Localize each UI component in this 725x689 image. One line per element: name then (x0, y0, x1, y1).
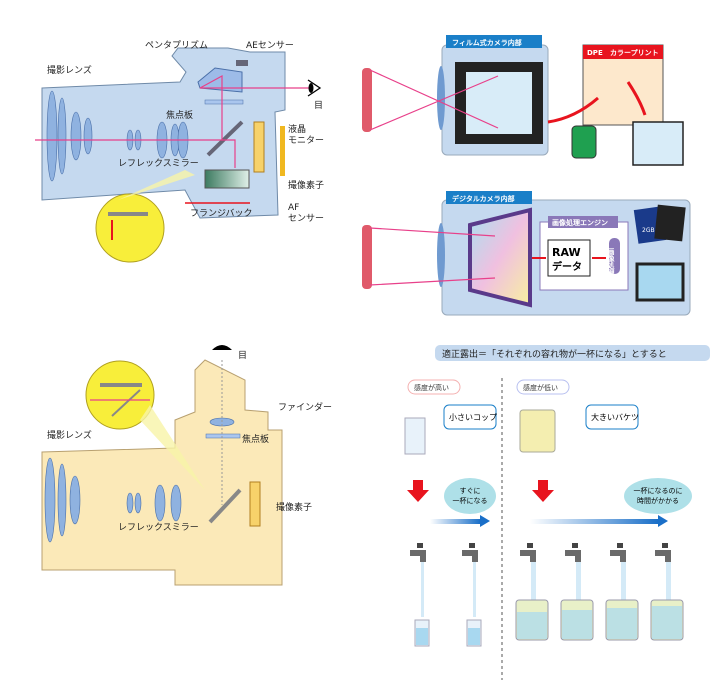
card-capacity: 2GB (642, 227, 655, 234)
af-sensor-label-2: センサー (288, 213, 324, 224)
film-camera-diagram: フィルム式カメラ内部 DPE カラープリント (362, 35, 684, 166)
af-sensor (204, 169, 250, 189)
eye-icon (307, 79, 322, 97)
faucets-low (515, 543, 684, 641)
large-bucket (519, 409, 556, 453)
subject-person (362, 68, 372, 132)
reflex-mirror-label: レフレックスミラー (118, 522, 199, 533)
digital-camera-title: デジタルカメラ内部 (452, 194, 515, 203)
down-arrow (532, 480, 554, 502)
image-sensor (468, 207, 532, 308)
low-result: 一杯になるのに (634, 486, 683, 495)
film-canister (571, 125, 597, 159)
lcd-monitor (280, 126, 285, 176)
film-camera-title: フィルム式カメラ内部 (452, 38, 522, 47)
exposure-analogy: 適正露出＝「それぞれの容れ物が一杯になる」とすると 感度が高い 小さいコップ す… (404, 345, 710, 680)
slr-diagram: 撮影レンズ ペンタプリズム AEセンサー 目 焦点板 液晶 モニター レフレック… (35, 39, 324, 263)
raw-data (547, 239, 591, 277)
lens-label: 撮影レンズ (47, 429, 92, 441)
flange-back-label: フランジバック (190, 208, 252, 219)
faucet (410, 543, 430, 647)
digital-camera-diagram: デジタルカメラ内部 画像処理エンジン RAW データ 画像処理 2GB (362, 191, 691, 316)
raw-label: RAW (552, 246, 581, 259)
engine-title: 画像処理エンジン (552, 218, 608, 227)
focusing-screen-label: 焦点板 (242, 433, 269, 445)
faucet (515, 543, 549, 641)
small-cup (404, 417, 426, 455)
low-result-2: 時間がかかる (637, 496, 679, 505)
lcd-screen (635, 262, 685, 302)
ae-sensor (236, 60, 248, 66)
high-result: すぐに (460, 487, 481, 495)
low-sensitivity-badge: 感度が低い (523, 383, 558, 392)
mirror-detail-callout (95, 193, 165, 263)
analogy-title: 適正露出＝「それぞれの容れ物が一杯になる」とすると (442, 348, 667, 360)
pentaprism (197, 67, 243, 93)
af-sensor-label: AF (288, 203, 299, 213)
faucet (650, 543, 684, 641)
lcd-label-2: モニター (288, 135, 324, 146)
large-bucket-bubble: 大きいバケツ (591, 412, 639, 422)
finder-label: ファインダー (278, 401, 332, 413)
faucet (462, 543, 482, 647)
photo-print (632, 121, 684, 166)
focusing-screen (204, 99, 244, 105)
high-sensitivity-badge: 感度が高い (414, 383, 449, 392)
subject-person (362, 225, 372, 289)
down-arrow (407, 480, 429, 502)
dpe-sign: カラープリント (610, 48, 659, 57)
dpe-logo: DPE (587, 49, 603, 57)
reflex-mirror (206, 120, 244, 157)
image-sensor (253, 121, 265, 173)
pentaprism-label: ペンタプリズム (145, 39, 208, 51)
lcd-label: 液晶 (288, 123, 306, 135)
ae-sensor-label: AEセンサー (246, 40, 294, 51)
reflex-mirror-label: レフレックスミラー (118, 158, 199, 169)
image-sensor-label: 撮像素子 (288, 179, 324, 191)
faucets-high (410, 543, 482, 647)
image-sensor-label: 撮像素子 (276, 501, 312, 513)
mirror-detail-callout (85, 360, 155, 430)
camera-body (41, 359, 283, 586)
small-cup-bubble: 小さいコップ (449, 413, 497, 422)
eye-icon (212, 345, 232, 350)
mirrorless-diagram: 目 ファインダー 撮影レンズ 焦点板 撮像素子 レフレックスミラー (41, 345, 332, 586)
focusing-screen-label: 焦点板 (166, 109, 193, 121)
processing-label: 画像処理 (607, 248, 616, 277)
memory-card-2 (654, 204, 686, 242)
eye-label: 目 (314, 100, 323, 111)
high-result-2: 一杯になる (453, 496, 488, 505)
lens-label: 撮影レンズ (47, 64, 92, 76)
faucet (560, 543, 594, 641)
faucet (605, 543, 639, 641)
eye-label: 目 (238, 350, 247, 361)
raw-label-2: データ (552, 260, 582, 273)
